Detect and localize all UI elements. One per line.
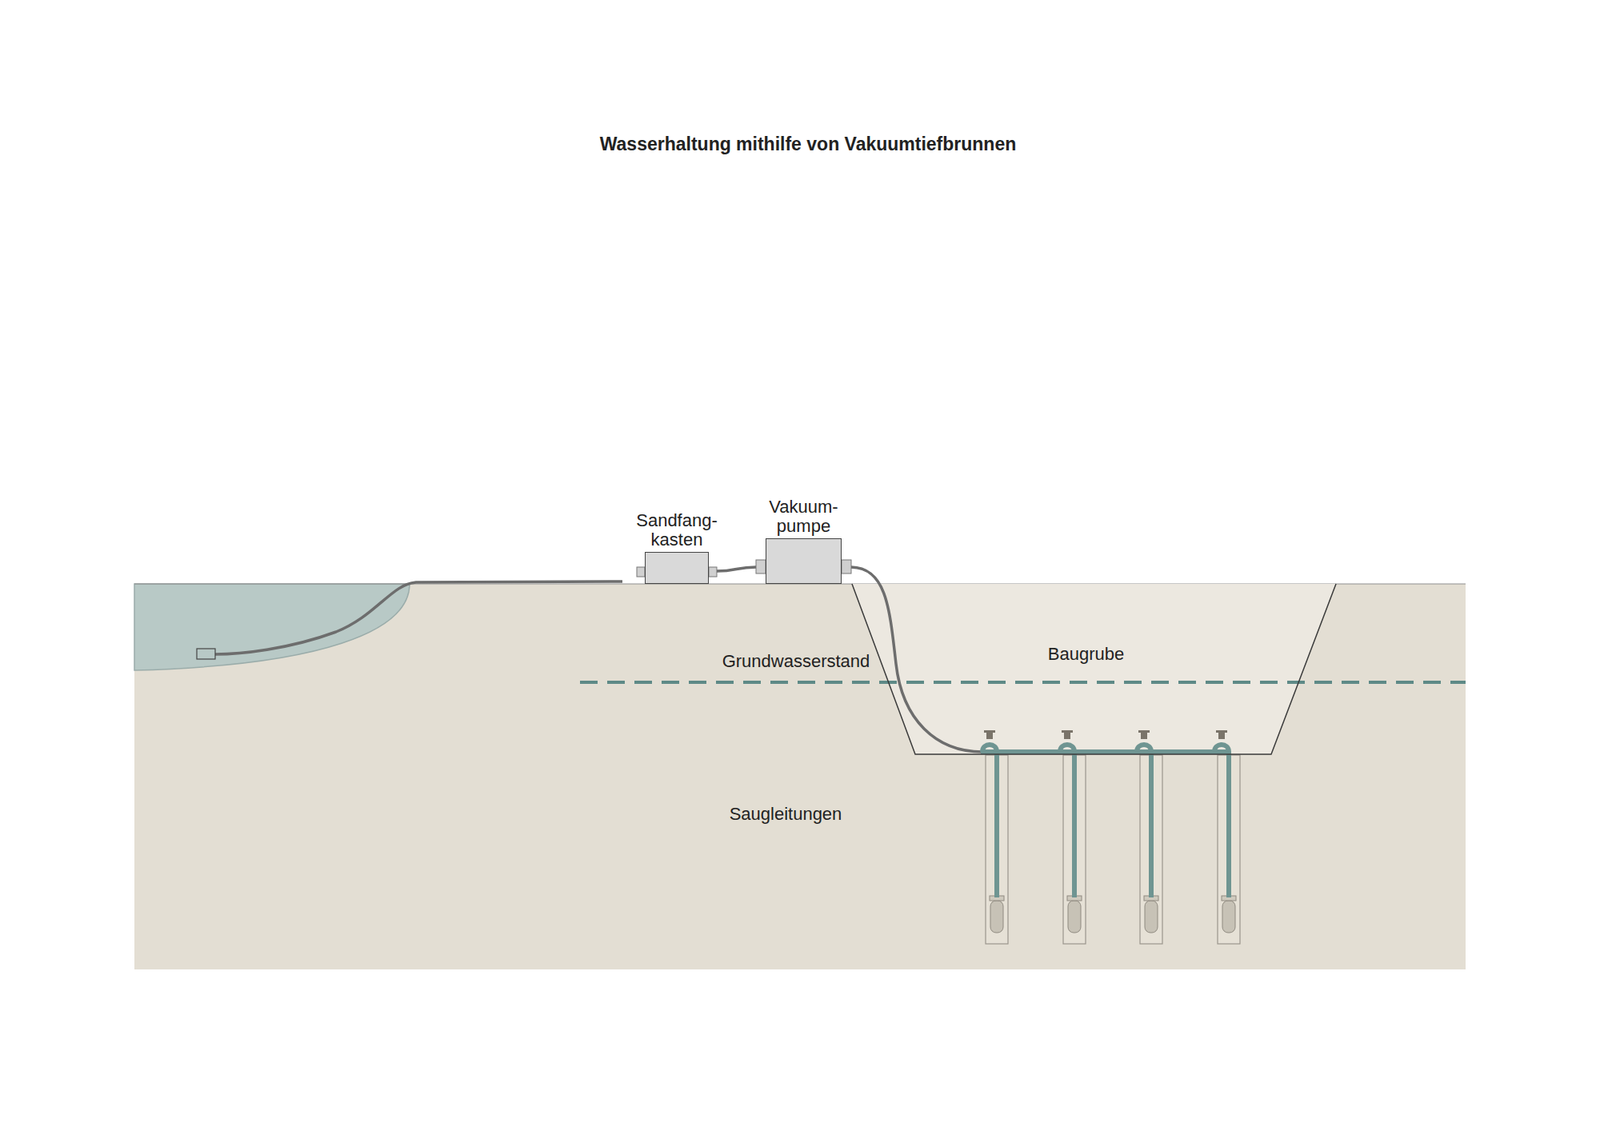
pit-label: Baugrube [1048, 644, 1124, 664]
sand-trap-box: Sandfang- kasten [644, 552, 709, 584]
pump-box: Vakuum- pumpe [765, 538, 842, 584]
filter [1222, 900, 1236, 933]
title: Wasserhaltung mithilfe von Vakuumtiefbru… [600, 134, 1017, 155]
riser-pipe [982, 744, 997, 898]
valve-handle [984, 730, 996, 733]
nub [841, 560, 852, 574]
pond [134, 584, 410, 671]
pit: Baugrube [852, 584, 1336, 755]
filter [1068, 900, 1081, 933]
part-label: Saugleitungen [729, 804, 843, 824]
hose-connector [716, 567, 756, 572]
riser-pipe [1060, 744, 1075, 898]
box-heading: Vakuum- pumpe [748, 497, 860, 536]
ground [134, 584, 1466, 970]
valve [1140, 732, 1148, 740]
nub [756, 560, 766, 574]
suction-hose [851, 567, 983, 752]
pit-outline [852, 584, 1336, 755]
valve [986, 732, 993, 740]
filter [990, 900, 1004, 933]
pit-edge [852, 584, 1336, 755]
valve-handle [1216, 730, 1228, 733]
valve [1218, 732, 1225, 740]
filter [1144, 900, 1158, 933]
part-label: Grundwasserstand [722, 652, 871, 672]
valve-handle [1061, 730, 1073, 733]
header-pipe [980, 749, 1229, 755]
box-heading: Sandfang- kasten [620, 511, 733, 550]
wells [980, 730, 1240, 944]
valve-handle [1138, 730, 1150, 733]
groundwater-line [580, 680, 1466, 684]
valve [1064, 732, 1071, 740]
riser-pipe [1214, 744, 1229, 898]
nub [636, 567, 645, 577]
nub [708, 567, 717, 577]
riser-pipe [1136, 744, 1152, 898]
discharge-hose [215, 581, 623, 655]
outlet [196, 648, 216, 660]
